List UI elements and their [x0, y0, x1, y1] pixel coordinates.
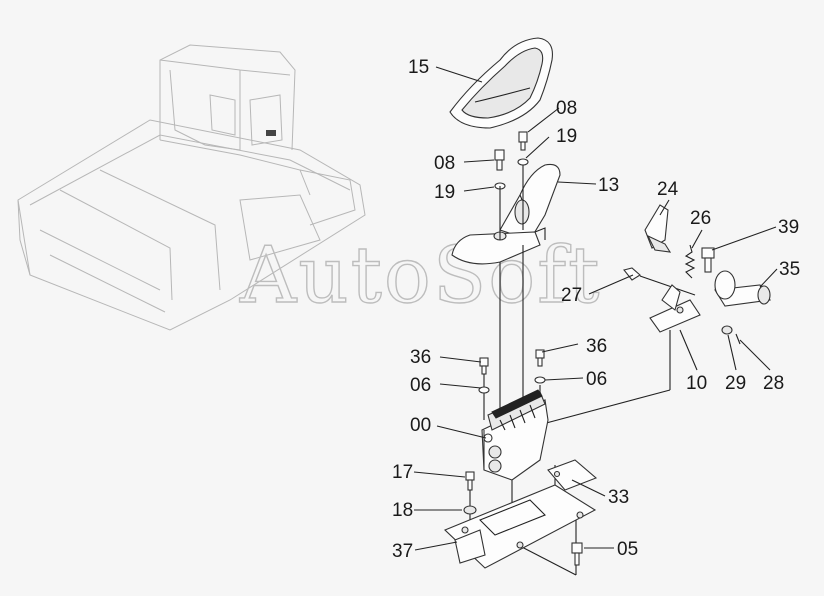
part-28-pin	[735, 333, 741, 345]
leader-lines	[413, 66, 778, 551]
label-35: 35	[779, 259, 800, 280]
bolt-17	[465, 471, 475, 491]
label-05: 05	[617, 539, 638, 560]
bolt-08-lower	[494, 149, 506, 190]
label-29: 29	[725, 373, 746, 394]
excavator-outline	[17, 44, 366, 331]
label-26: 26	[690, 208, 711, 229]
label-19-upper: 19	[556, 126, 577, 147]
part-15-cover	[449, 37, 553, 129]
part-10-bracket	[649, 284, 701, 333]
bolt-05	[571, 542, 583, 566]
label-08-upper: 08	[556, 98, 577, 119]
part-33-plate	[547, 459, 598, 491]
label-13: 13	[598, 175, 619, 196]
label-39: 39	[778, 217, 799, 238]
part-24-lever	[644, 204, 672, 253]
label-00: 00	[410, 415, 431, 436]
bolt-36-right	[534, 349, 546, 384]
part-35-pin	[714, 270, 771, 307]
label-19-lower: 19	[434, 182, 455, 203]
label-18: 18	[392, 500, 413, 521]
part-29-washer	[721, 325, 733, 335]
part-37-bracket	[444, 484, 597, 569]
watermark-text: AutoSoft	[239, 231, 601, 321]
part-13-pedal	[451, 163, 561, 265]
label-36-left: 36	[410, 347, 431, 368]
label-36-right: 36	[586, 336, 607, 357]
label-28: 28	[763, 373, 784, 394]
part-labels: 15 08 19 08 19 13 24 26 39 35 27 36 36 0…	[392, 57, 800, 562]
label-10: 10	[686, 373, 707, 394]
washer-18	[463, 505, 477, 515]
part-27-shaft	[623, 267, 696, 296]
label-37: 37	[392, 541, 413, 562]
label-08-lower: 08	[434, 153, 455, 174]
part-00-valve	[481, 389, 549, 481]
label-33: 33	[608, 487, 629, 508]
label-27: 27	[561, 285, 582, 306]
label-15: 15	[408, 57, 429, 78]
label-17: 17	[392, 462, 413, 483]
label-06-right: 06	[586, 369, 607, 390]
label-24: 24	[657, 179, 679, 200]
part-39-bolt	[701, 247, 715, 273]
bolt-08-upper	[517, 131, 529, 166]
part-26-spring	[684, 244, 696, 279]
label-06-left: 06	[410, 375, 431, 396]
